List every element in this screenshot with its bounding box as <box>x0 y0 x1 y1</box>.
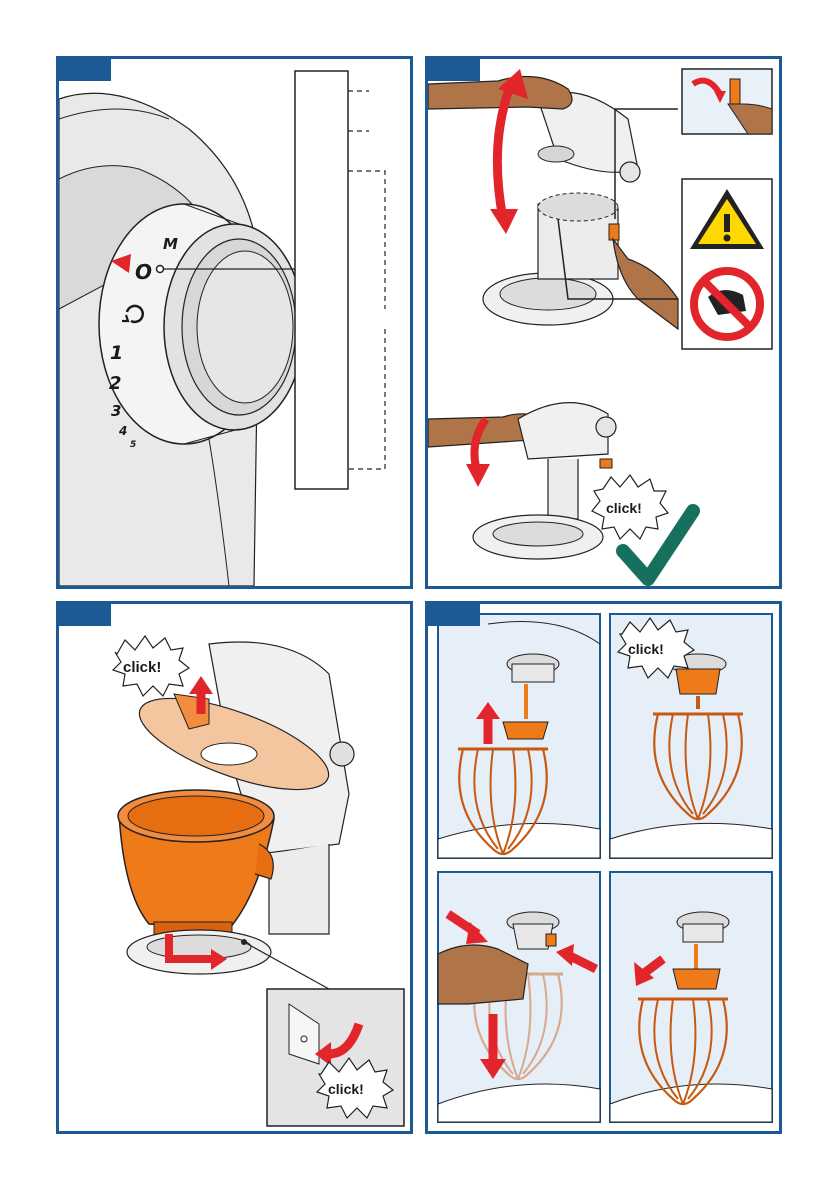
click-callout: click! <box>113 636 189 696</box>
control-dial[interactable] <box>99 204 304 444</box>
click-label: click! <box>123 659 161 676</box>
click-callout: click! <box>592 475 668 539</box>
step-tab <box>428 59 480 81</box>
no-hand-in-mixer-icon <box>694 271 760 337</box>
step-tab <box>59 59 111 81</box>
tilt-illustration: click! <box>428 59 779 586</box>
dial-mark-m: M <box>163 235 178 253</box>
dial-mark-2: 2 <box>109 373 122 394</box>
step-tab <box>59 604 111 626</box>
dial-mark-1: 1 <box>110 342 123 364</box>
panel-whisk: click! <box>425 601 782 1134</box>
substep-frame <box>610 872 772 1122</box>
click-label: click! <box>606 500 642 516</box>
whisk-illustration: click! <box>428 604 779 1131</box>
bowl-illustration: click! click! <box>59 604 410 1131</box>
panel-dial: M O 1 2 3 4 5 <box>56 56 413 589</box>
step-tab <box>428 604 480 626</box>
dial-illustration: M O 1 2 3 4 5 <box>59 59 410 586</box>
mixing-bowl <box>118 790 274 936</box>
click-label: click! <box>328 1081 364 1097</box>
legend-box <box>295 71 348 489</box>
dial-mark-3: 3 <box>111 402 121 420</box>
dial-mark-off: O <box>135 260 152 284</box>
dial-mark-5: 5 <box>130 440 136 450</box>
panel-bowl: click! click! <box>56 601 413 1134</box>
click-label: click! <box>628 641 664 657</box>
panel-tilt-head: click! <box>425 56 782 589</box>
dial-mark-4: 4 <box>118 424 127 438</box>
